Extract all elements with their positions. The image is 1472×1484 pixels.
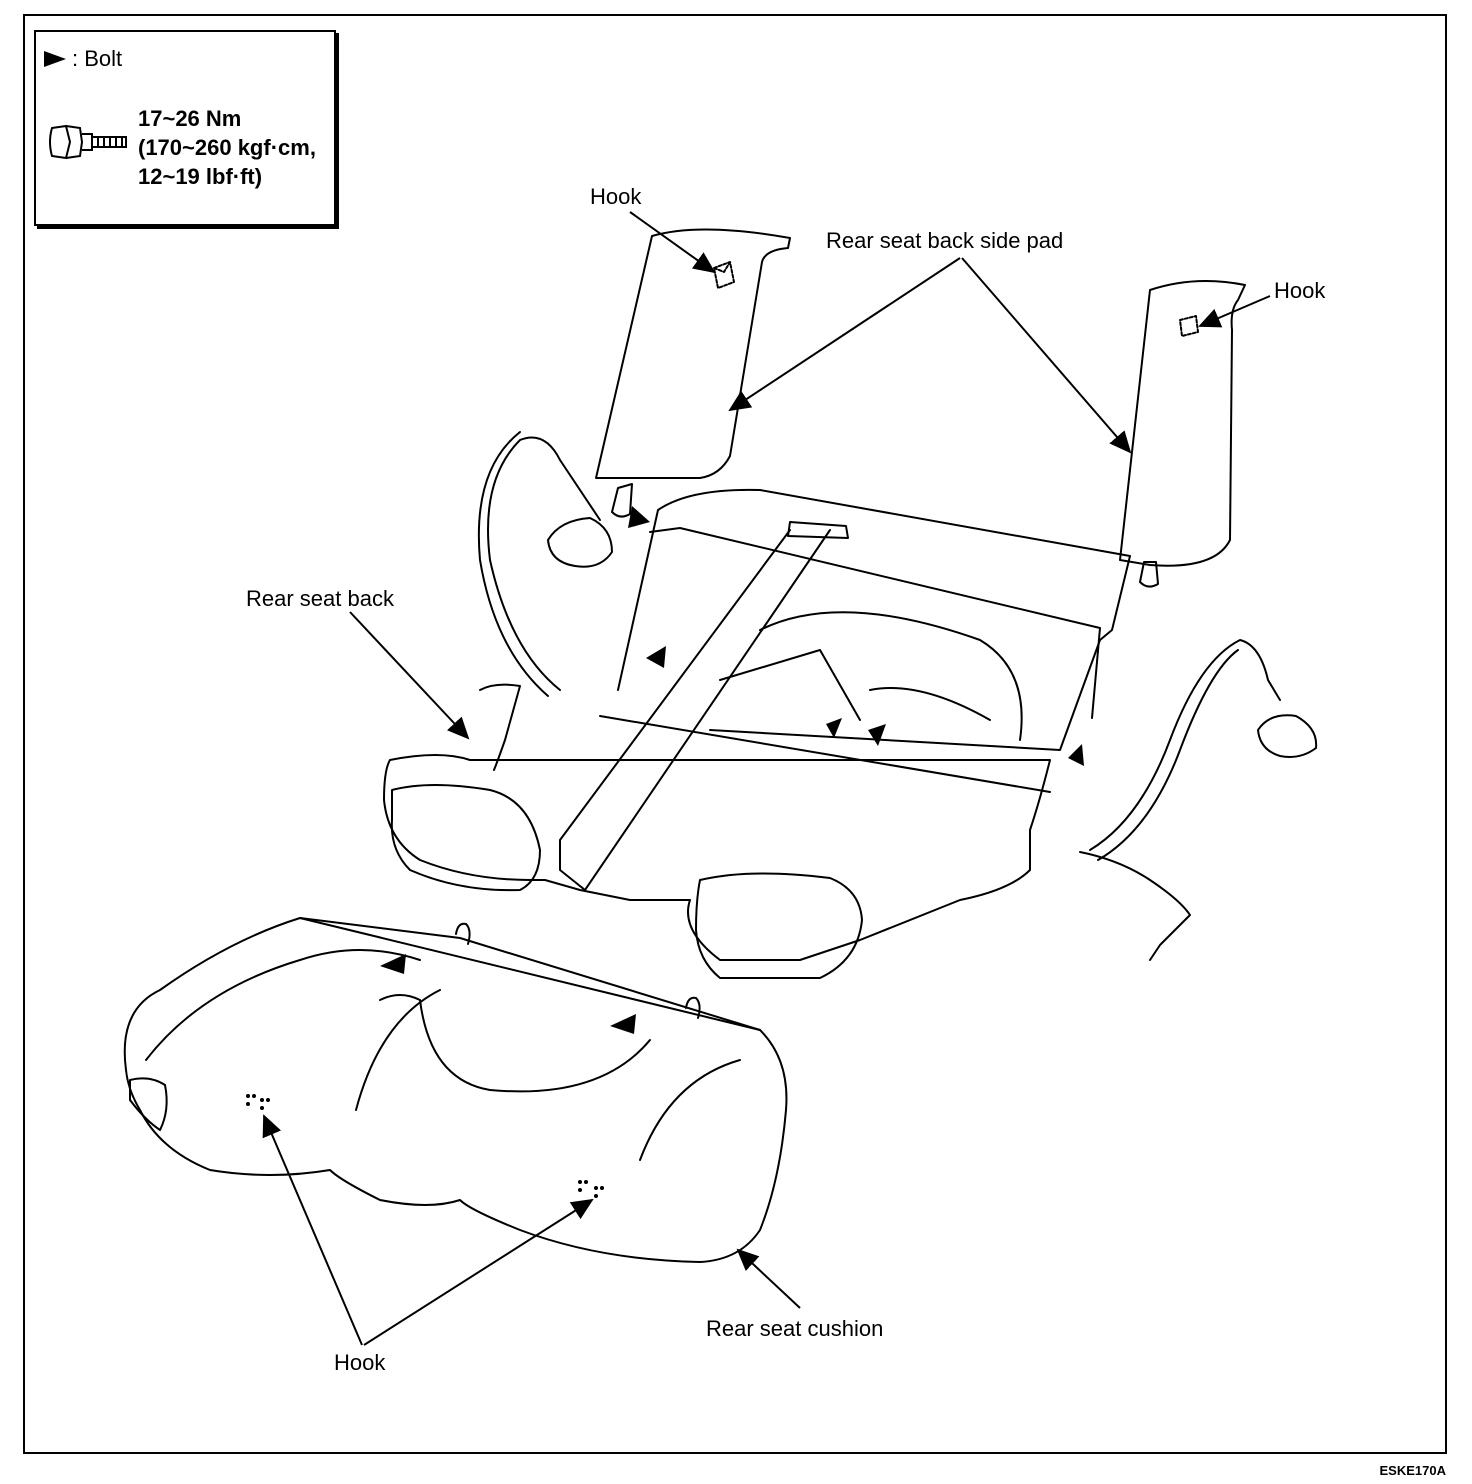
leader-side-pad-left [728,257,961,412]
torque-lbf: 12~19 lbf·ft) [138,164,263,189]
seat-cushion-left-opening [129,1077,168,1131]
label-side-pad: Rear seat back side pad [826,228,1064,253]
bolt-marker-icon [646,646,666,668]
bolt-marker-icon [826,718,842,738]
seat-cushion-contour4 [639,1059,741,1161]
seat-back-panel [649,527,1101,719]
seat-back-inner-arc2 [719,649,991,721]
label-hook-top-right: Hook [1274,278,1326,303]
leader-hook-bottom-right [363,1198,594,1346]
right-side-pad [1119,280,1246,567]
legend-bolt-label: : Bolt [72,46,123,71]
seat-back-left-bolster [390,784,541,892]
bolt-marker-icon [868,724,886,746]
legend-bolt-row: : Bolt [44,46,122,72]
seat-back-inner-arc [759,611,1023,741]
figure-id: ESKE170A [1379,1463,1446,1478]
leader-seat-cushion [736,1248,801,1309]
bolt-icon [49,124,127,160]
seat-back-right-bolster [695,872,863,979]
cushion-hook-clips [246,1094,604,1198]
leader-hook-top-left [629,211,716,274]
right-belt-lower [1079,851,1191,961]
bolt-triangle-icon [44,51,66,67]
seat-cushion-hook-loop2 [685,996,701,1019]
seat-back-lower [383,754,1051,961]
center-belt-strap [559,529,831,891]
left-seatbelt-inner [477,431,549,697]
left-seatbelt [487,436,601,691]
left-belt-lower [479,683,521,771]
seat-cushion [123,917,788,1263]
seat-cushion-contour1 [145,949,421,1061]
leader-seat-back [349,611,470,740]
right-seatbelt [1089,639,1281,851]
center-belt-guide [787,521,849,539]
label-seat-back: Rear seat back [246,586,394,611]
left-side-pad [595,228,791,479]
left-side-pad-tab [611,483,633,518]
bolt-marker-icon [610,1014,636,1034]
legend-box: : Bolt 17~26 Nm (170~260 kgf·cm, 12~19 l… [34,30,336,226]
right-side-pad-hook-marker [1179,315,1199,337]
torque-nm: 17~26 Nm [138,106,242,131]
seat-back-top-line [469,715,1051,793]
bolt-marker-icon [380,954,406,974]
seat-cushion-rear-edge [299,917,761,1031]
label-seat-cushion: Rear seat cushion [706,1316,884,1341]
leader-hook-bottom-left [262,1114,363,1346]
leader-hook-top-right [1198,295,1271,328]
diagram-frame [23,14,1447,1454]
leader-side-pad-right [961,257,1132,454]
bolt-marker-icon [1068,744,1084,766]
bolt-markers [380,506,1084,1034]
right-retractor [1257,714,1318,758]
seat-cushion-hook-loop1 [455,922,471,945]
left-retractor [547,517,613,568]
legend-torque: 17~26 Nm (170~260 kgf·cm, 12~19 lbf·ft) [138,104,316,191]
seat-back-outline [617,488,1131,751]
label-hook-bottom: Hook [334,1350,386,1375]
left-side-pad-hook-marker [713,261,735,289]
right-side-pad-tab [1139,561,1159,588]
seat-cushion-contour2 [379,994,651,1093]
right-seatbelt-inner [1097,649,1239,861]
label-hook-top-left: Hook [590,184,642,209]
torque-kgf: (170~260 kgf·cm, [138,135,316,160]
bolt-marker-icon [628,506,650,528]
seat-cushion-contour3 [355,989,441,1111]
